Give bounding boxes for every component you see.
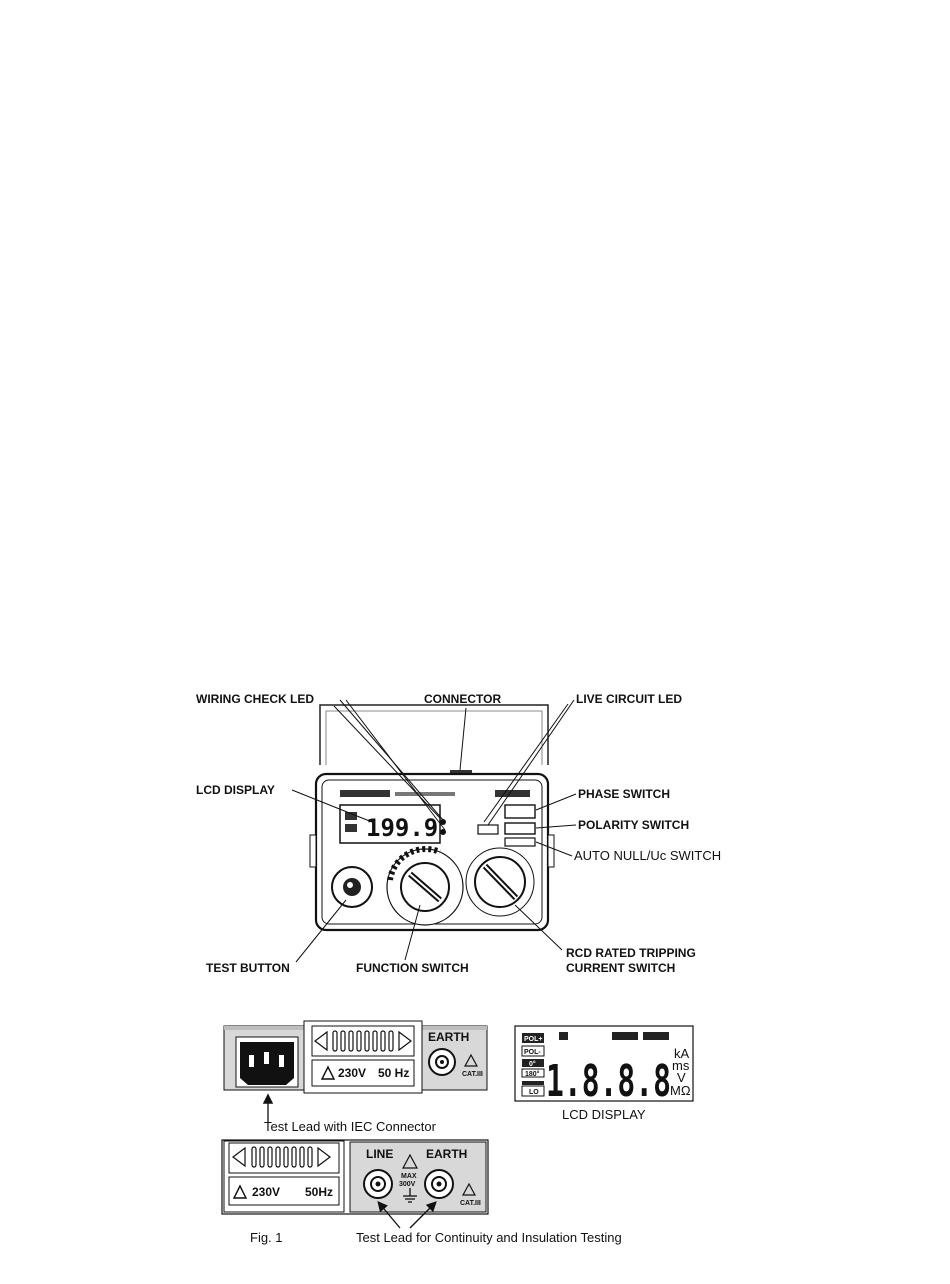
label-rcd-line1: RCD RATED TRIPPING <box>566 946 696 960</box>
device-lcd-reading: 199.9 <box>366 814 438 842</box>
live-circuit-led <box>477 824 499 835</box>
lcd-indicator-pol-plus: POL+ <box>524 1036 542 1043</box>
continuity-freq: 50Hz <box>305 1185 333 1199</box>
continuity-panel: 230V 50Hz LINE EARTH MAX 300V CAT.III <box>221 1139 489 1215</box>
lcd-unit-mohm: MΩ <box>670 1083 691 1098</box>
label-polarity-switch: POLARITY SWITCH <box>578 818 689 832</box>
label-wiring-check-led: WIRING CHECK LED <box>196 692 314 706</box>
lcd-detail: POL+ POL- 0° 180° LO 1.8.8.8 kA ms V MΩ <box>514 1025 694 1107</box>
iec-cat: CAT.III <box>462 1071 483 1078</box>
label-lcd-display: LCD DISPLAY <box>196 783 275 797</box>
continuity-max-label: MAX <box>401 1173 417 1180</box>
lcd-indicator-lo: LO <box>529 1089 539 1096</box>
wiring-led-1 <box>440 819 446 825</box>
phase-switch[interactable] <box>504 804 536 819</box>
continuity-cat: CAT.III <box>460 1200 481 1207</box>
iec-freq: 50 Hz <box>378 1066 409 1080</box>
line-jack-arrow <box>377 1201 401 1229</box>
lcd-unit-v: V <box>677 1070 686 1085</box>
wiring-led-2 <box>440 829 446 835</box>
iec-rating: 230V <box>338 1066 366 1080</box>
leader-lines <box>291 699 577 963</box>
iec-cat-warning-icon <box>463 1053 479 1067</box>
iec-panel: 230V 50 Hz EARTH CAT.III <box>223 1020 488 1094</box>
auto-null-switch[interactable] <box>504 837 536 847</box>
label-phase-switch: PHASE SWITCH <box>578 787 670 801</box>
lcd-flag-icon <box>559 1032 568 1040</box>
lcd-indicator-pol-minus: POL- <box>524 1049 541 1056</box>
continuity-line-label: LINE <box>366 1147 393 1161</box>
brand-logo <box>340 790 390 797</box>
continuity-center-warning-icon <box>401 1153 419 1169</box>
continuity-earth-label: EARTH <box>426 1147 467 1161</box>
earth-symbol-icon <box>403 1188 417 1203</box>
label-rcd-line2: CURRENT SWITCH <box>566 961 675 975</box>
lcd-unit-ka: kA <box>674 1046 690 1061</box>
device-front: 199.9 <box>309 704 555 932</box>
continuity-cat-warning-icon <box>461 1182 477 1196</box>
polarity-switch[interactable] <box>504 822 536 835</box>
iec-caption: Test Lead with IEC Connector <box>264 1119 437 1134</box>
label-auto-null-switch: AUTO NULL/Uc SWITCH <box>574 848 721 863</box>
label-connector: CONNECTOR <box>424 692 501 706</box>
lcd-indicator-0deg: 0° <box>529 1060 536 1068</box>
lid-outline <box>319 704 549 765</box>
iec-earth-label: EARTH <box>428 1030 469 1044</box>
label-test-button: TEST BUTTON <box>206 961 290 975</box>
iec-grip-plate <box>311 1025 415 1057</box>
figure-label: Fig. 1 <box>250 1230 283 1245</box>
lcd-indicator-180deg: 180° <box>525 1070 540 1078</box>
continuity-rating: 230V <box>252 1185 280 1199</box>
continuity-warning-icon <box>232 1184 248 1199</box>
lcd-detail-caption: LCD DISPLAY <box>562 1107 646 1122</box>
continuity-max-v: 300V <box>399 1181 416 1188</box>
lcd-detail-reading: 1.8.8.8 <box>546 1056 671 1107</box>
iec-warning-icon <box>320 1065 336 1080</box>
lcd-bar-icon-1 <box>612 1032 638 1040</box>
continuity-caption: Test Lead for Continuity and Insulation … <box>356 1230 622 1245</box>
lcd-bar-icon-2 <box>643 1032 669 1040</box>
label-function-switch: FUNCTION SWITCH <box>356 961 469 975</box>
earth-jack-arrow <box>409 1201 437 1229</box>
lcd-unit-ms: ms <box>672 1058 690 1073</box>
label-live-circuit-led: LIVE CIRCUIT LED <box>576 692 682 706</box>
